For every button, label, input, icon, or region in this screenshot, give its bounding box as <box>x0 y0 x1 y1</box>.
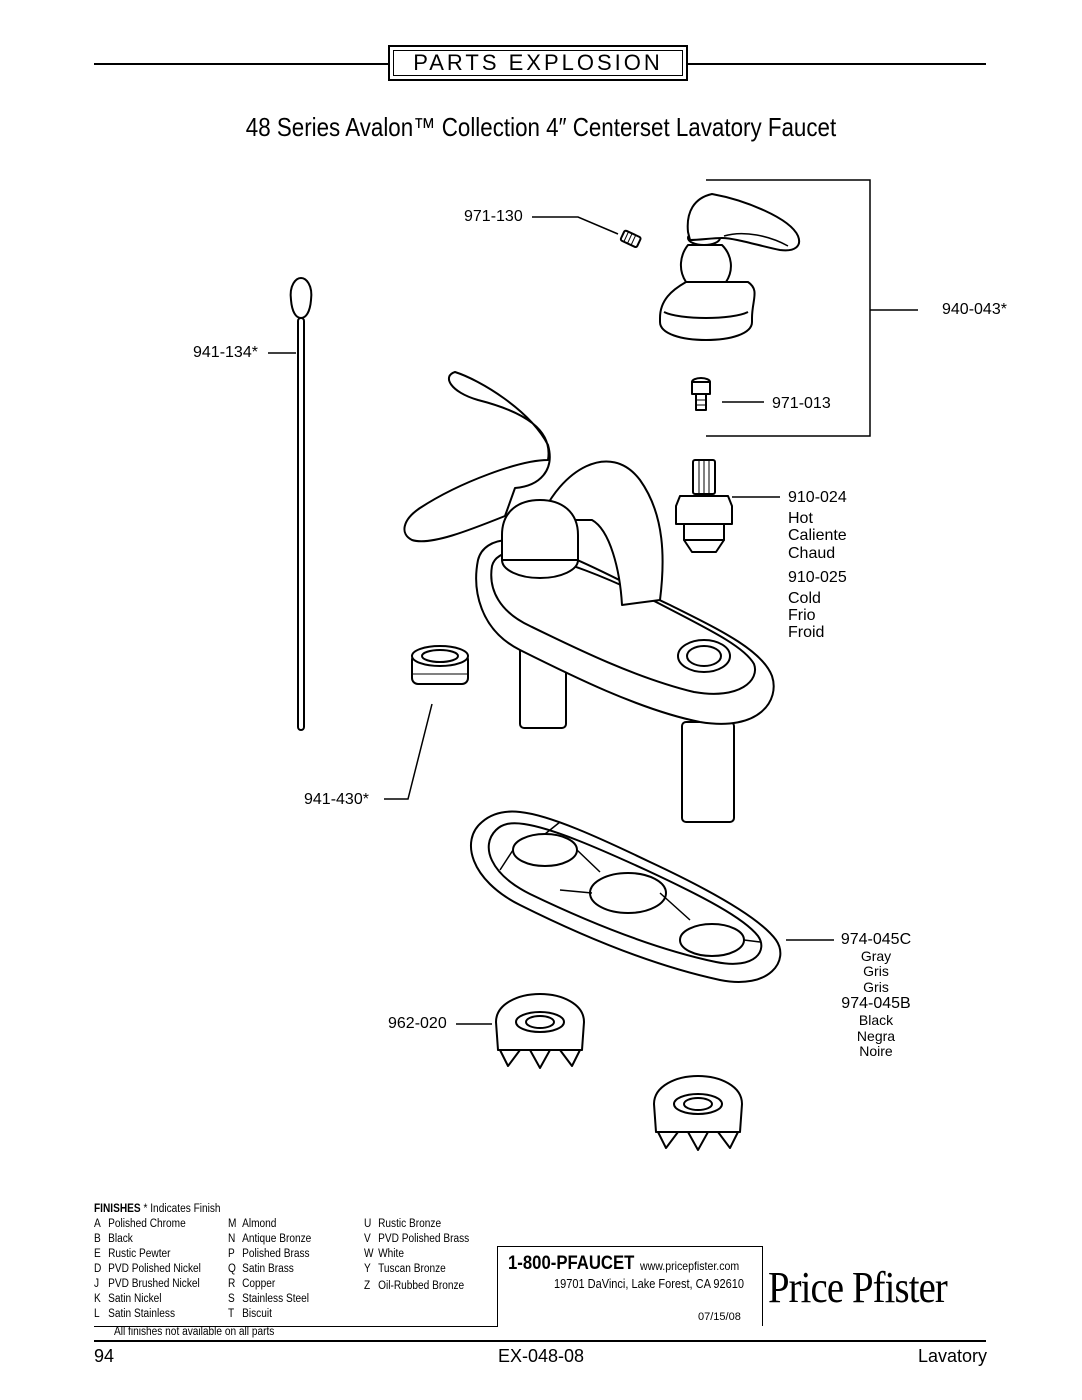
label-chaud: Chaud <box>788 545 836 562</box>
finishes-title: FINISHES <box>94 1203 141 1215</box>
faucet-body-drawing <box>403 371 775 823</box>
label-caliente: Caliente <box>788 527 847 544</box>
address: 19701 DaVinci, Lake Forest, CA 92610 <box>554 1277 744 1291</box>
finishes-rule <box>94 1326 498 1327</box>
label-cold: Cold <box>788 590 821 607</box>
part-number-set-screw: 971-130 <box>464 208 523 225</box>
part-number-gasket-gray: 974-045C <box>840 931 912 948</box>
finishes-note: * Indicates Finish <box>143 1203 221 1215</box>
page-title: 48 Series Avalon™ Collection 4″ Centerse… <box>245 112 837 142</box>
page-number: 94 <box>94 1346 115 1366</box>
header-rule-left <box>94 63 388 65</box>
part-number-cartridge-hot: 910-024 <box>788 489 847 506</box>
part-number-lift-rod: 941-134* <box>193 344 258 361</box>
label-gris-es: Gris <box>863 963 889 979</box>
lift-rod-drawing <box>289 277 313 731</box>
label-negra: Negra <box>856 1028 896 1044</box>
website-link[interactable]: www.pricepfister.com <box>640 1259 740 1273</box>
document-code: EX-048-08 <box>498 1346 585 1366</box>
leader-lines <box>268 179 918 1025</box>
finishes-availability-note: All finishes not available on all parts <box>114 1326 275 1338</box>
part-number-aerator: 941-430* <box>304 791 369 808</box>
gasket-drawing <box>469 810 782 983</box>
header-rule-right <box>688 63 986 65</box>
part-number-gasket-black: 974-045B <box>841 995 911 1012</box>
handle-drawing <box>659 193 800 341</box>
part-number-mounting-nut: 962-020 <box>388 1015 447 1032</box>
label-noire: Noire <box>859 1043 893 1059</box>
aerator-drawing <box>411 645 469 685</box>
category-label: Lavatory <box>918 1346 988 1366</box>
label-black: Black <box>858 1012 894 1028</box>
finishes-heading: FINISHES * Indicates Finish <box>94 1202 221 1217</box>
mounting-nut-drawing-2 <box>653 1075 743 1151</box>
finishes-divider <box>497 1246 498 1327</box>
label-froid: Froid <box>788 624 825 641</box>
brand-logo: Price Pfister <box>768 1263 948 1312</box>
part-number-cartridge-cold: 910-025 <box>788 569 847 586</box>
label-frio: Frio <box>788 607 816 624</box>
revision-date: 07/15/08 <box>698 1311 741 1323</box>
part-number-handle: 940-043* <box>942 301 1007 318</box>
label-hot: Hot <box>788 510 813 527</box>
footer-rule <box>94 1340 986 1342</box>
label-gris-fr: Gris <box>863 979 889 995</box>
phone-number[interactable]: 1-800-PFAUCET <box>508 1253 635 1274</box>
contact-box: 1-800-PFAUCET www.pricepfister.com 19701… <box>498 1246 763 1326</box>
cartridge-drawing <box>675 459 733 553</box>
section-header: PARTS EXPLOSION <box>388 45 688 81</box>
handle-screw-drawing <box>691 377 711 411</box>
mounting-nut-drawing <box>495 993 585 1069</box>
label-gray: Gray <box>860 948 892 964</box>
set-screw-drawing <box>619 229 642 249</box>
part-number-handle-screw: 971-013 <box>772 395 831 412</box>
section-title: PARTS EXPLOSION <box>413 50 663 75</box>
